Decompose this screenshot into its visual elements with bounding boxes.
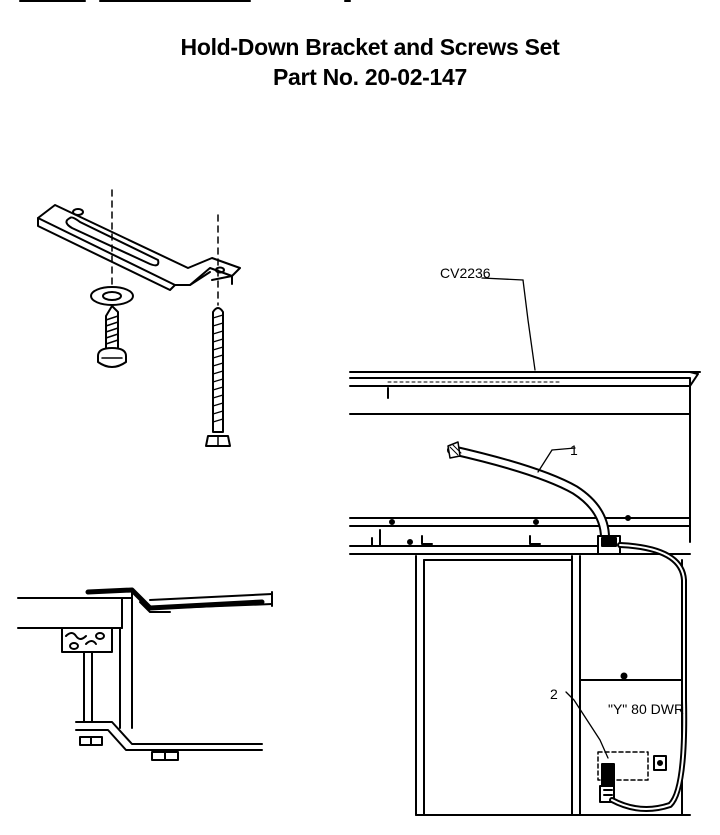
callout-2: 2 xyxy=(550,686,558,702)
part-number: Part No. 20-02-147 xyxy=(272,64,468,90)
supply-tube xyxy=(447,441,611,545)
hold-down-bracket xyxy=(37,204,241,291)
washer xyxy=(90,286,134,306)
short-screw xyxy=(97,305,127,368)
model-number-label: CV2236 xyxy=(440,265,491,281)
assembly-axis-lines xyxy=(111,189,219,306)
wood-grain xyxy=(65,632,105,650)
installed-cross-section xyxy=(17,587,273,761)
dishwasher-assembly xyxy=(349,371,701,816)
callout-leaders xyxy=(481,277,609,759)
callout-1: 1 xyxy=(570,442,578,458)
control-box-label: "Y" 80 DWR xyxy=(608,701,684,717)
diagram-title: Hold-Down Bracket and Screws Set xyxy=(180,34,560,60)
long-bolt xyxy=(205,307,231,447)
